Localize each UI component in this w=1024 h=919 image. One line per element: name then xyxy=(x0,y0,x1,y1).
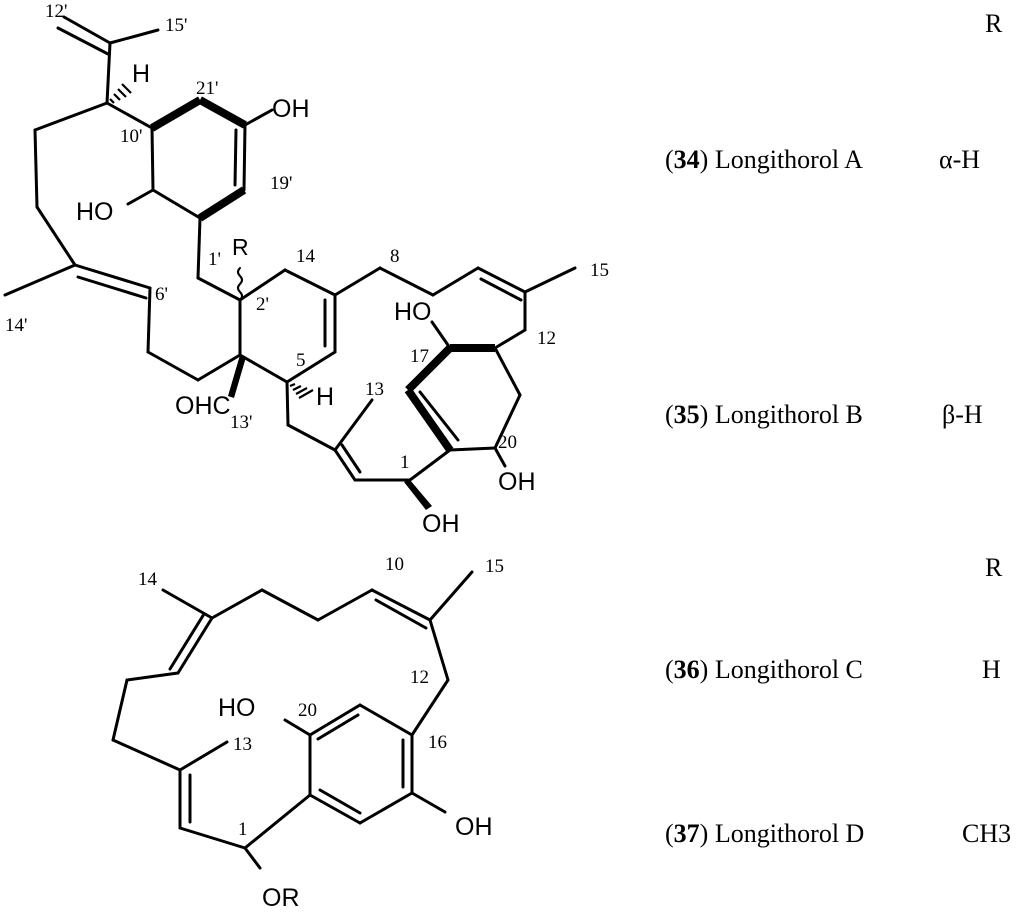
label-h-top: H xyxy=(132,60,150,88)
label-b-10: 10 xyxy=(385,554,404,575)
row-35: (35) Longithorol B xyxy=(665,400,863,429)
bottom-structure-groups: HO OH OR xyxy=(218,694,493,912)
label-b-20: 20 xyxy=(298,700,317,721)
label-20: 20 xyxy=(498,432,517,453)
label-12: 12 xyxy=(537,328,556,349)
compound-table-bottom: R (36) Longithorol C H (37) Longithorol … xyxy=(665,553,1011,848)
label-12p: 12' xyxy=(45,1,67,22)
row-34: (34) Longithorol A xyxy=(665,145,863,174)
label-13p: 13' xyxy=(230,412,252,433)
label-oh-ring: OH xyxy=(498,468,536,496)
table-top-header: R xyxy=(985,9,1003,38)
label-ho-left: HO xyxy=(76,198,114,226)
label-b-13: 13 xyxy=(233,734,252,755)
label-r: R xyxy=(232,234,249,260)
top-structure-numbers: 12' 15' 21' 10' 19' 1' 2' 6' 14' 13' 14 … xyxy=(5,1,609,473)
top-structure-groups: H OH HO R OHC HO H OH OH xyxy=(76,60,536,538)
table-bottom-header: R xyxy=(985,553,1003,582)
label-h-mid: H xyxy=(316,383,334,411)
label-10p: 10' xyxy=(120,126,142,147)
label-b-oh: OH xyxy=(455,813,493,841)
label-oh-top: OH xyxy=(272,95,310,123)
label-19p: 19' xyxy=(270,173,292,194)
row-36: (36) Longithorol C xyxy=(665,655,863,684)
label-17: 17 xyxy=(410,346,429,367)
label-14p: 14' xyxy=(5,315,27,336)
row-35-r: β-H xyxy=(942,400,983,429)
label-oh-bottom: OH xyxy=(422,510,460,538)
label-1p: 1' xyxy=(208,249,221,270)
compound-table-top: R (34) Longithorol A α-H (35) Longithoro… xyxy=(665,9,1003,429)
label-ohc: OHC xyxy=(175,392,231,420)
label-b-ho: HO xyxy=(218,694,256,722)
label-b-1: 1 xyxy=(238,819,248,840)
label-8: 8 xyxy=(390,246,400,267)
row-36-r: H xyxy=(982,655,1001,684)
row-37: (37) Longithorol D xyxy=(665,819,864,848)
label-b-16: 16 xyxy=(428,732,447,753)
structure-longithorol-c-d xyxy=(111,570,474,870)
label-b-15: 15 xyxy=(485,556,504,577)
row-37-r: CH3 xyxy=(962,819,1011,848)
label-13: 13 xyxy=(365,379,384,400)
label-15p: 15' xyxy=(165,15,187,36)
label-21p: 21' xyxy=(196,78,218,99)
label-b-or: OR xyxy=(262,884,300,912)
label-6p: 6' xyxy=(155,284,168,305)
structure-longithorol-a-b xyxy=(3,15,577,510)
label-5: 5 xyxy=(296,350,306,371)
label-15: 15 xyxy=(590,260,609,281)
label-b-12: 12 xyxy=(410,667,429,688)
label-14: 14 xyxy=(296,246,316,267)
label-2p: 2' xyxy=(256,294,269,315)
row-34-r: α-H xyxy=(939,145,980,174)
label-b-14: 14 xyxy=(138,569,158,590)
label-ho-ring: HO xyxy=(394,298,432,326)
bottom-structure-numbers: 14 10 15 12 20 16 13 1 xyxy=(138,554,504,840)
label-1: 1 xyxy=(400,452,410,473)
